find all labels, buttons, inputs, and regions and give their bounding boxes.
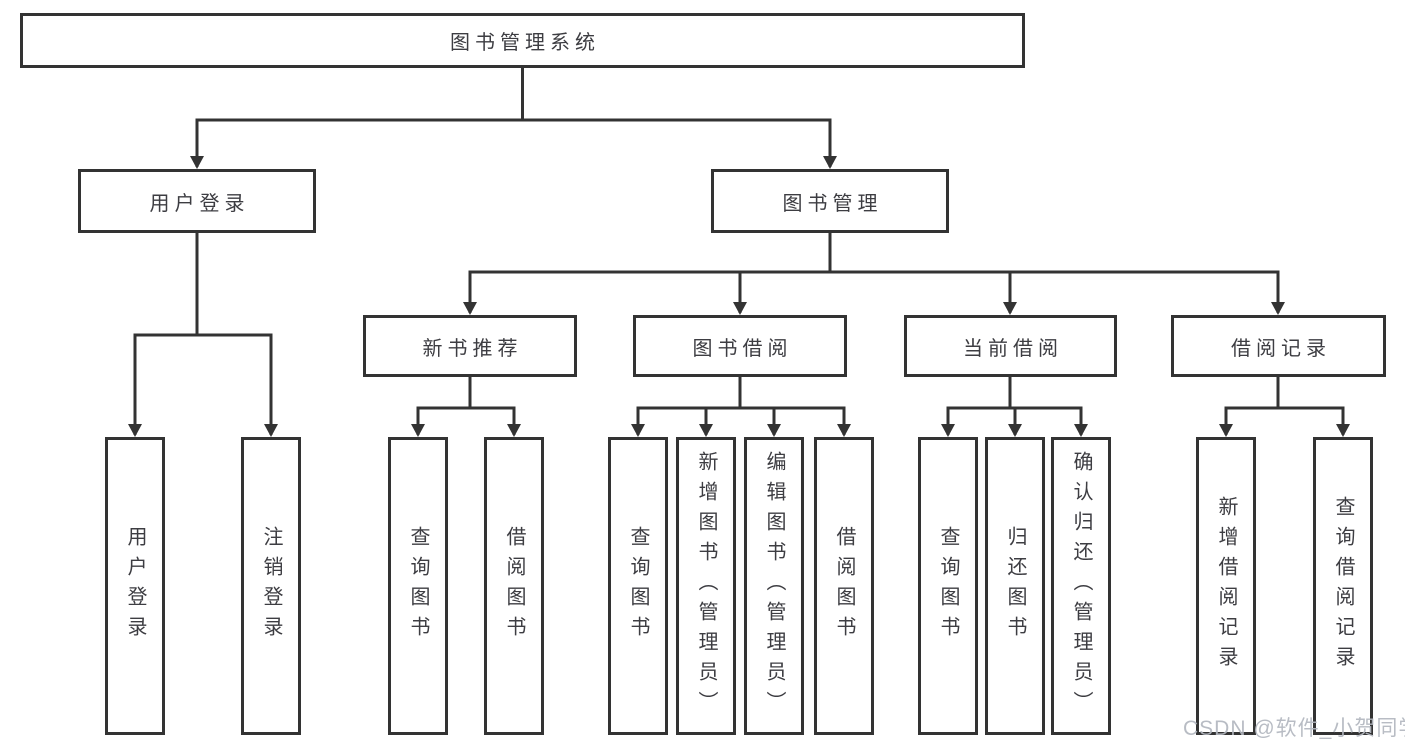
leaf-add-book-admin: 新增图书（管理员） (676, 437, 736, 735)
leaf-query-book-current: 查询图书 (918, 437, 978, 735)
leaf-label: 查询图书 (407, 526, 429, 646)
leaf-label: 注销登录 (260, 526, 282, 646)
leaf-logout: 注销登录 (241, 437, 301, 735)
leaf-query-borrow-record: 查询借阅记录 (1313, 437, 1373, 735)
leaf-edit-book-admin: 编辑图书（管理员） (744, 437, 804, 735)
csdn-watermark: CSDN @软件_小贺同学 (1183, 717, 1405, 740)
connector-new-book-to-leaves (411, 377, 521, 437)
node-root-system: 图书管理系统 (20, 13, 1025, 68)
node-section-borrow-record: 借阅记录 (1171, 315, 1386, 377)
leaf-borrow-book: 借阅图书 (814, 437, 874, 735)
leaf-label: 借阅图书 (833, 526, 855, 646)
leaf-label: 确认归还（管理员） (1070, 451, 1092, 721)
leaf-add-borrow-record: 新增借阅记录 (1196, 437, 1256, 735)
connector-current-borrow-to-leaves (941, 377, 1088, 437)
leaf-label: 查询图书 (937, 526, 959, 646)
leaf-label: 新增借阅记录 (1215, 496, 1237, 676)
leaf-label: 用户登录 (124, 526, 146, 646)
connector-book-borrow-to-leaves (631, 377, 851, 437)
connector-root-to-level2 (190, 68, 837, 169)
leaf-label: 编辑图书（管理员） (763, 451, 785, 721)
leaf-label: 借阅图书 (503, 526, 525, 646)
connector-borrow-record-to-leaves (1219, 377, 1350, 437)
node-section-book-borrow: 图书借阅 (633, 315, 847, 377)
leaf-borrow-book-newbook: 借阅图书 (484, 437, 544, 735)
leaf-label: 查询图书 (627, 526, 649, 646)
node-user-login: 用户登录 (78, 169, 316, 233)
node-section-new-book: 新书推荐 (363, 315, 577, 377)
connector-book-mgmt-to-sections (463, 233, 1285, 315)
node-book-mgmt: 图书管理 (711, 169, 949, 233)
leaf-query-book-newbook: 查询图书 (388, 437, 448, 735)
leaf-user-login: 用户登录 (105, 437, 165, 735)
leaf-label: 新增图书（管理员） (695, 451, 717, 721)
connector-user-login-to-leaves (128, 233, 278, 437)
node-section-current-borrow: 当前借阅 (904, 315, 1117, 377)
leaf-query-book-borrow: 查询图书 (608, 437, 668, 735)
leaf-return-book: 归还图书 (985, 437, 1045, 735)
leaf-confirm-return-admin: 确认归还（管理员） (1051, 437, 1111, 735)
leaf-label: 查询借阅记录 (1332, 496, 1354, 676)
leaf-label: 归还图书 (1004, 526, 1026, 646)
